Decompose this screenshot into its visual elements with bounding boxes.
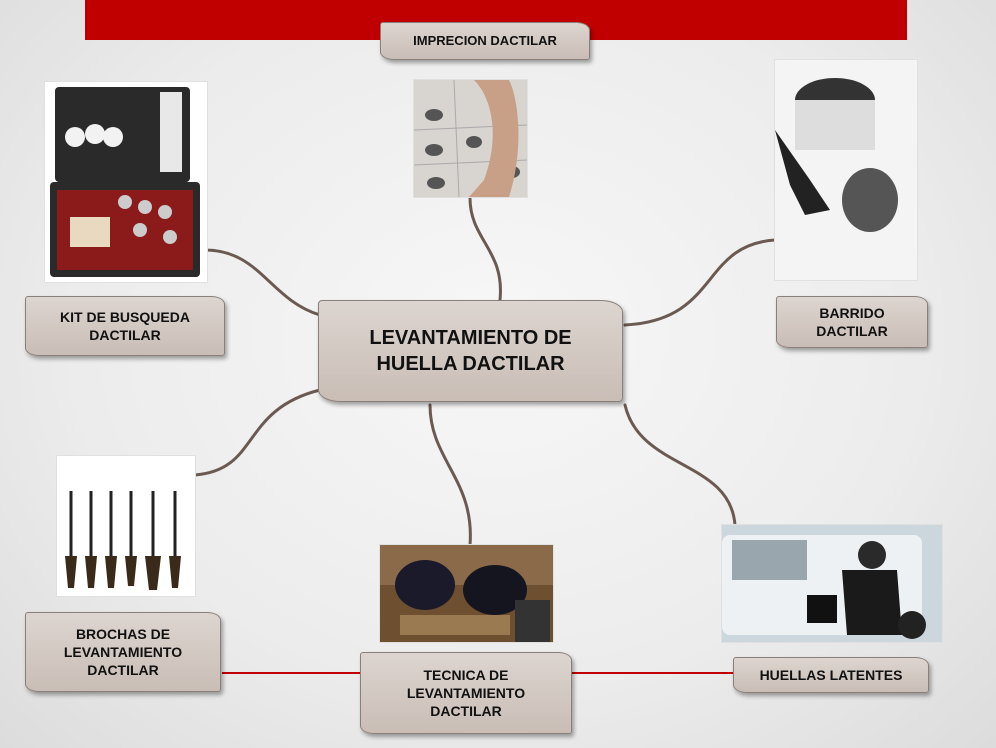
link-brochas: [193, 388, 322, 477]
node-brochas: BROCHAS DE LEVANTAMIENTO DACTILAR: [25, 612, 221, 692]
vehicle-dusting-photo: [722, 525, 942, 642]
node-tecnica: TECNICA DE LEVANTAMIENTO DACTILAR: [360, 652, 572, 734]
node-huellas-latentes: HUELLAS LATENTES: [733, 657, 929, 693]
link-barrido: [623, 238, 777, 327]
fingerprint-kit-case-photo: [45, 82, 207, 282]
link-imprecion: [468, 196, 502, 302]
technicians-photo: [380, 545, 553, 642]
node-kit-de-busqueda: KIT DE BUSQUEDA DACTILAR: [25, 296, 225, 356]
link-huellas: [623, 403, 737, 527]
brushes-photo: [57, 456, 195, 596]
node-center-levantamiento: LEVANTAMIENTO DE HUELLA DACTILAR: [318, 300, 623, 402]
link-tecnica: [428, 403, 472, 547]
powder-and-brush-photo: [775, 60, 917, 280]
node-imprecion-dactilar: IMPRECION DACTILAR: [380, 22, 590, 60]
link-kit: [203, 248, 322, 317]
fingerprint-card-photo: [414, 80, 527, 197]
node-barrido-dactilar: BARRIDO DACTILAR: [776, 296, 928, 348]
